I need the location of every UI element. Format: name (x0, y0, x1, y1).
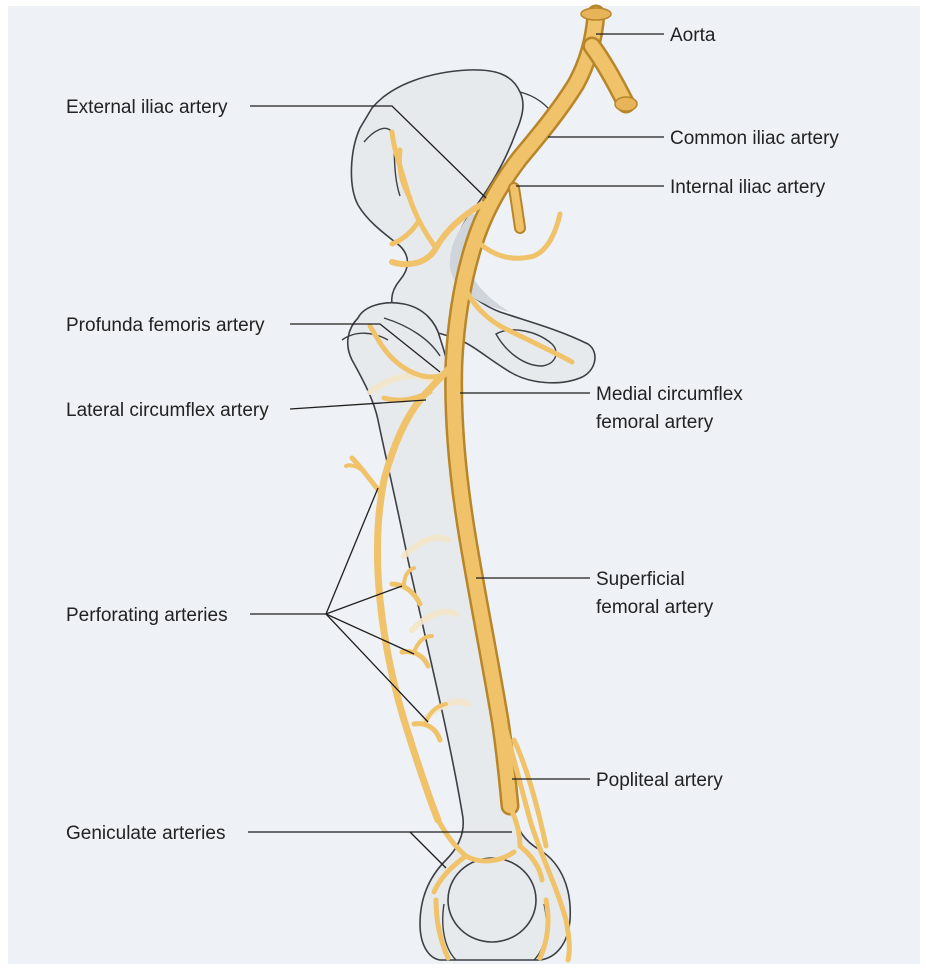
femoral-condyle (448, 858, 536, 942)
label-medial-circumflex-femoral-artery-line2: femoral artery (596, 412, 714, 433)
aorta-cut (581, 8, 611, 20)
label-perforating-arteries: Perforating arteries (66, 605, 228, 626)
label-profunda-femoris-artery: Profunda femoris artery (66, 315, 265, 336)
label-external-iliac-artery: External iliac artery (66, 97, 228, 118)
label-internal-iliac-artery: Internal iliac artery (670, 177, 826, 198)
label-medial-circumflex-femoral-artery-line1: Medial circumflex (596, 384, 743, 405)
iliac-vessel-cut (615, 97, 637, 111)
label-superficial-femoral-artery-line1: Superficial (596, 569, 685, 590)
label-geniculate-arteries: Geniculate arteries (66, 823, 225, 844)
label-popliteal-artery: Popliteal artery (596, 770, 723, 791)
label-lateral-circumflex-artery: Lateral circumflex artery (66, 400, 269, 421)
label-superficial-femoral-artery-line2: femoral artery (596, 597, 714, 618)
label-aorta: Aorta (670, 25, 716, 46)
label-common-iliac-artery: Common iliac artery (670, 128, 839, 149)
